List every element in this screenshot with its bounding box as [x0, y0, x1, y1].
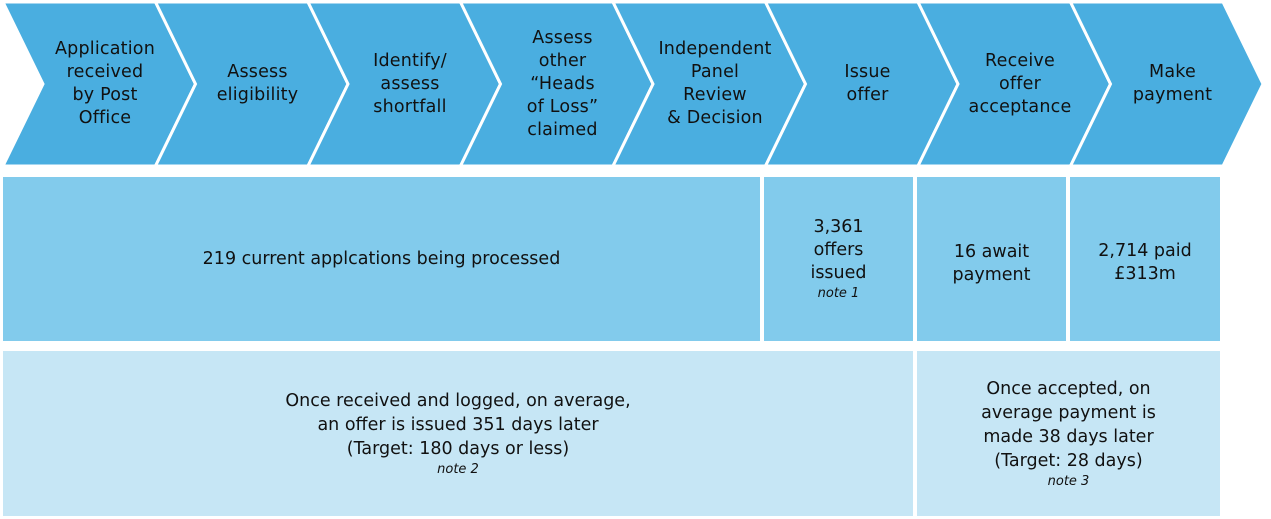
- step-1-line-1: Application: [55, 39, 155, 59]
- process-chevron-row: [0, 0, 1265, 168]
- note-2: note 2: [437, 461, 479, 477]
- payment-timing-line1: Once accepted, on: [986, 378, 1151, 399]
- payment-timing-line2: average payment is: [981, 402, 1156, 423]
- step-4-line-4: of Loss”: [526, 96, 599, 117]
- payment-timing-box: Once accepted, on average payment is mad…: [917, 351, 1220, 516]
- step-3-line-2: assess: [380, 73, 440, 94]
- step-4-line-5: claimed: [527, 119, 598, 140]
- offers-label-line1: offers: [813, 239, 864, 260]
- step-2-line-1: Assess: [227, 62, 288, 82]
- step-label-8: Make payment: [1097, 0, 1249, 168]
- step-6-line-2: offer: [846, 85, 889, 105]
- payment-timing-line3: made 38 days later: [983, 426, 1154, 447]
- step-7-line-2: offer: [999, 73, 1041, 94]
- processing-box: 219 current applcations being processed: [3, 177, 760, 341]
- offers-issued-box: 3,361 offers issued note 1: [764, 177, 913, 341]
- paid-count: 2,714 paid: [1098, 241, 1192, 261]
- step-1-line-4: Office: [78, 108, 132, 128]
- step-4-line-1: Assess: [532, 27, 593, 48]
- note-3: note 3: [1047, 473, 1090, 489]
- payment-timing-target: (Target: 28 days): [994, 450, 1143, 471]
- step-7-line-3: acceptance: [968, 96, 1072, 117]
- paid-amount: £313m: [1114, 264, 1176, 284]
- step-1-line-3: by Post: [72, 85, 138, 105]
- await-count: 16 await: [953, 242, 1030, 262]
- step-5-line-3: Review: [683, 85, 747, 105]
- step-8-line-2: payment: [1132, 85, 1213, 105]
- step-5-line-1: Independent: [658, 39, 772, 59]
- step-3-line-1: Identify/: [373, 50, 447, 71]
- step-label-2: Assess eligibility: [182, 0, 334, 168]
- step-5-line-4: & Decision: [667, 108, 763, 128]
- step-label-6: Issue offer: [792, 0, 944, 168]
- processing-text: 219 current applcations being processed: [202, 248, 561, 269]
- step-2-line-2: eligibility: [216, 85, 299, 105]
- offer-timing-line2: an offer is issued 351 days later: [317, 414, 599, 435]
- step-3-line-3: shortfall: [373, 96, 447, 117]
- step-4-line-2: other: [538, 50, 587, 71]
- offer-timing-line1: Once received and logged, on average,: [285, 390, 631, 411]
- step-5-line-2: Panel: [690, 62, 740, 82]
- step-1-line-2: received: [66, 62, 144, 82]
- offers-count: 3,361: [813, 216, 864, 237]
- step-6-line-1: Issue: [844, 62, 891, 82]
- await-label: payment: [952, 265, 1031, 285]
- step-7-line-1: Receive: [985, 50, 1055, 71]
- note-1: note 1: [817, 285, 860, 301]
- step-4-line-3: “Heads: [530, 73, 595, 94]
- offer-timing-target: (Target: 180 days or less): [346, 438, 570, 459]
- chevron-step-8: [1068, 0, 1265, 168]
- paid-box: 2,714 paid £313m: [1070, 177, 1220, 341]
- offer-timing-box: Once received and logged, on average, an…: [3, 351, 913, 516]
- offers-label-line2: issued: [810, 262, 867, 283]
- step-8-line-1: Make: [1149, 62, 1196, 82]
- await-payment-box: 16 await payment: [917, 177, 1066, 341]
